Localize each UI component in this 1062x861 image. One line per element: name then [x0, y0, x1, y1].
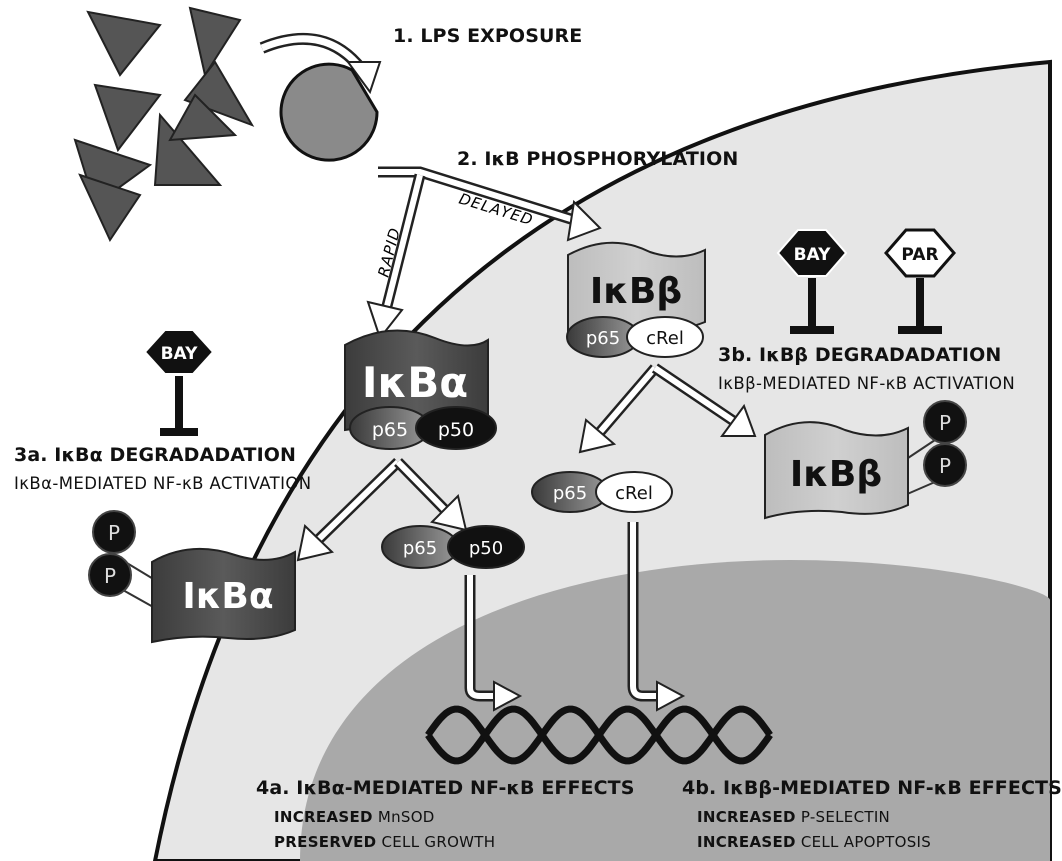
step4a-title: 4a. IκBα-MEDIATED NF-κB EFFECTS — [256, 777, 635, 799]
step4b-title: 4b. IκBβ-MEDIATED NF-κB EFFECTS — [682, 777, 1062, 799]
p50-subunit — [447, 525, 525, 569]
lps-triangle — [78, 173, 142, 243]
step3b-subtitle: IκBβ-MEDIATED NF-κB ACTIVATION — [718, 374, 1016, 393]
p50-label: p50 — [438, 419, 474, 441]
bay-inhibitor-3a: BAY — [143, 329, 215, 436]
lps-triangle — [86, 10, 162, 77]
phospho-ikbb: IκBβ P P — [764, 400, 967, 520]
ikbb-complex: IκBβ p65 cRel — [566, 241, 706, 358]
bay-inhibitor-3b: BAY — [776, 229, 848, 334]
lps-triangle — [153, 112, 223, 186]
ikbb-label: IκBβ — [590, 271, 682, 312]
phospho-ikba: IκBα P P — [88, 510, 296, 644]
phosphate-group — [92, 510, 136, 554]
lps-triangle — [93, 83, 162, 153]
lps-triangle — [183, 60, 255, 127]
step3a-subtitle: IκBα-MEDIATED NF-κB ACTIVATION — [14, 474, 312, 493]
par-inhibitor-3b: PAR — [884, 228, 956, 334]
p65-label: p65 — [403, 538, 437, 559]
nuclear-translocation-arrows — [464, 522, 686, 712]
crel-subunit — [595, 471, 673, 513]
effect-4a-2: PRESERVED CELL GROWTH — [274, 833, 496, 851]
free-p65-crel: p65 cRel — [531, 471, 673, 513]
ikba-split-arrows — [296, 458, 468, 562]
p50-label: p50 — [469, 538, 503, 559]
step1-lps-exposure: 1. LPS EXPOSURE — [393, 25, 583, 47]
ikbb-label: IκBβ — [790, 454, 882, 495]
p65-label: p65 — [586, 328, 620, 349]
p65-label: p65 — [553, 483, 587, 504]
step2-ikb-phosphorylation: 2. IκB PHOSPHORYLATION — [457, 148, 739, 170]
ikba-complex: IκBα p65 p50 — [344, 329, 497, 450]
effect-4b-2: INCREASED CELL APOPTOSIS — [697, 833, 932, 851]
phosphorylation-arrows — [366, 166, 602, 341]
ikbb-scroll — [764, 421, 909, 520]
effect-4b-1: INCREASED P-SELECTIN — [697, 808, 891, 826]
phosphate-group — [923, 443, 967, 487]
ikba-label: IκBα — [182, 576, 273, 617]
phosphate-label: P — [939, 411, 951, 435]
crel-label: cRel — [615, 483, 653, 504]
ikbb-split-arrows — [578, 363, 757, 454]
crel-label: cRel — [646, 328, 684, 349]
effect-4a-1: INCREASED MnSOD — [274, 808, 435, 826]
tlr4-receptor — [279, 62, 379, 162]
dna-helix — [425, 705, 773, 765]
lps-arrow — [259, 32, 382, 95]
dna-strand — [425, 705, 773, 765]
phosphate-label: P — [108, 521, 120, 545]
p65-label: p65 — [372, 419, 408, 441]
phosphate-group — [88, 553, 132, 597]
p50-subunit — [415, 406, 497, 450]
phosphate-label: P — [104, 564, 116, 588]
par-label: PAR — [901, 245, 938, 265]
step3b-title: 3b. IκBβ DEGRADADATION — [718, 344, 1002, 366]
phosphate-label: P — [939, 454, 951, 478]
step3a-title: 3a. IκBα DEGRADADATION — [14, 444, 297, 466]
lps-molecules — [73, 6, 255, 243]
lps-triangle — [168, 93, 238, 142]
bay-label: BAY — [794, 245, 831, 265]
lps-triangle — [188, 6, 242, 78]
crel-subunit — [626, 316, 704, 358]
bay-label: BAY — [161, 344, 198, 364]
free-p65-p50: p65 p50 — [381, 525, 525, 569]
ikba-label: IκBα — [362, 358, 468, 407]
ikba-scroll — [151, 547, 296, 644]
